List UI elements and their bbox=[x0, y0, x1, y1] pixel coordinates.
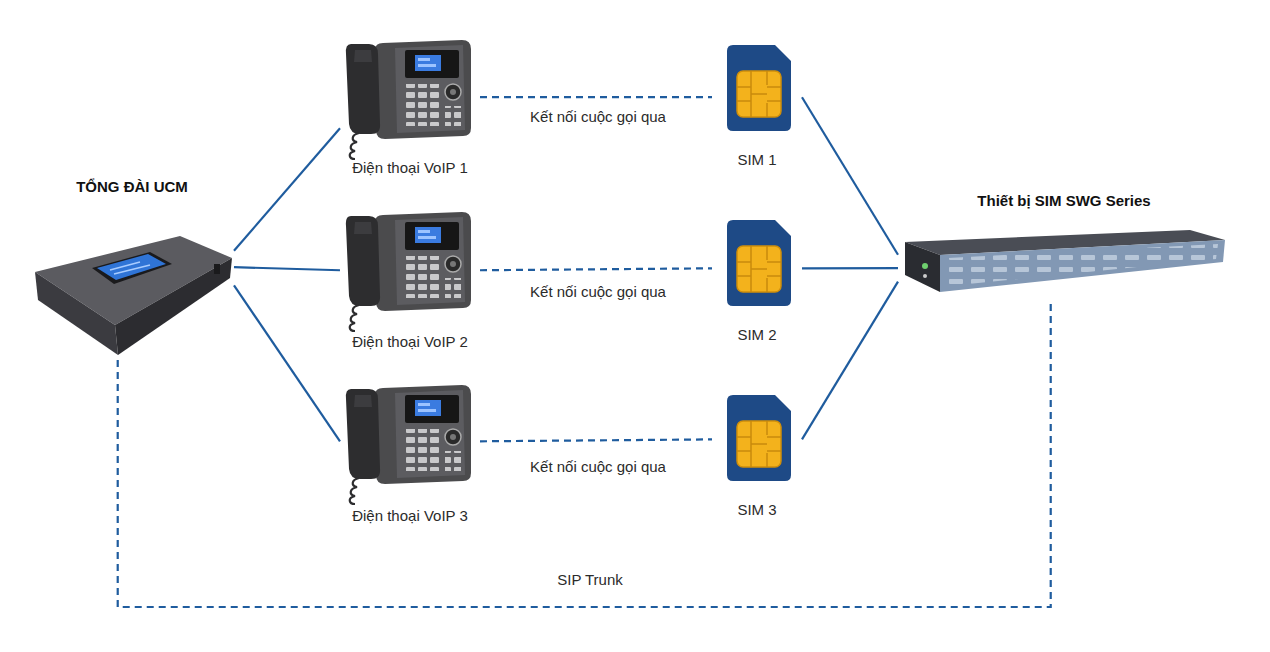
device-label: Điện thoại VoIP 3 bbox=[352, 507, 468, 526]
sim-card-3 bbox=[727, 395, 791, 481]
voip-phone: Điện thoại VoIP 2 bbox=[340, 206, 480, 352]
sim-card-1 bbox=[727, 45, 791, 131]
voip-phone: Điện thoại VoIP 1 bbox=[340, 36, 480, 178]
network-link bbox=[802, 97, 898, 255]
network-link bbox=[234, 285, 340, 441]
device-label: SIM 3 bbox=[737, 501, 776, 520]
network-link bbox=[802, 267, 898, 269]
connection-label: Kết nối cuộc gọi qua bbox=[526, 283, 670, 302]
sim-card: SIM 2 bbox=[712, 215, 802, 345]
ip-phone-3 bbox=[346, 385, 471, 504]
dashed-link bbox=[480, 439, 712, 441]
ip-phone-1 bbox=[346, 40, 471, 159]
device-label: Điện thoại VoIP 1 bbox=[352, 159, 468, 178]
sim-illustrations bbox=[727, 45, 791, 481]
sim-card: SIM 3 bbox=[712, 390, 802, 520]
dashed-link bbox=[480, 96, 712, 98]
edge-label-holder: Kết nối cuộc gọi qua bbox=[526, 283, 670, 302]
voip-phone: Điện thoại VoIP 3 bbox=[340, 380, 480, 526]
network-link bbox=[234, 267, 340, 270]
device-heading: Thiết bị SIM SWG Series bbox=[977, 192, 1150, 211]
device-heading: TỔNG ĐÀI UCM bbox=[76, 178, 188, 197]
sim-card-2 bbox=[727, 220, 791, 306]
phone-illustrations bbox=[346, 40, 471, 504]
network-link bbox=[802, 282, 898, 440]
sim-card: SIM 1 bbox=[712, 40, 802, 170]
device-label: SIM 2 bbox=[737, 326, 776, 345]
sim-gateway: Thiết bị SIM SWG Series bbox=[898, 192, 1230, 304]
edge-label-holder: Kết nối cuộc gọi qua bbox=[526, 458, 670, 477]
edge-label-holder: Kết nối cuộc gọi qua bbox=[526, 108, 670, 127]
pbx-device: TỔNG ĐÀI UCM bbox=[30, 178, 234, 360]
connection-label: Kết nối cuộc gọi qua bbox=[526, 458, 670, 477]
swg-device bbox=[905, 230, 1225, 292]
dashed-link bbox=[480, 268, 712, 270]
network-link bbox=[234, 128, 340, 251]
ip-phone-2 bbox=[346, 212, 471, 331]
device-label: Điện thoại VoIP 2 bbox=[352, 333, 468, 352]
connection-label: Kết nối cuộc gọi qua bbox=[526, 108, 670, 127]
dashed-link bbox=[118, 304, 1051, 607]
ucm-device bbox=[35, 236, 232, 355]
connection-label: SIP Trunk bbox=[553, 571, 627, 590]
device-label: SIM 1 bbox=[737, 151, 776, 170]
edge-label-holder: SIP Trunk bbox=[553, 571, 627, 590]
